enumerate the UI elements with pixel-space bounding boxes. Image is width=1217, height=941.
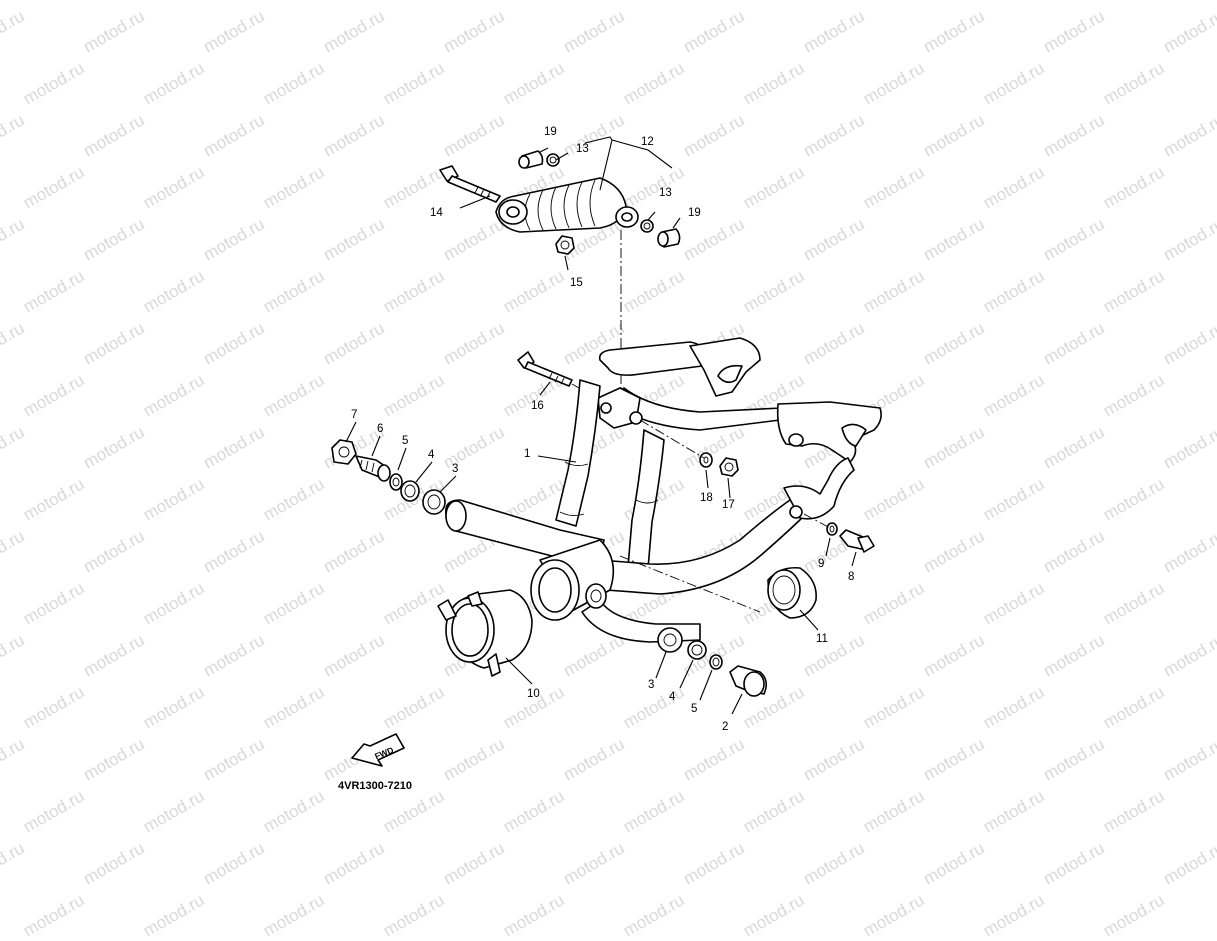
callout-9: 9: [818, 558, 824, 570]
nut-15: [555, 235, 575, 255]
bolt-16: [517, 351, 573, 387]
callout-19b: 19: [688, 207, 701, 219]
callout-11: 11: [816, 633, 828, 645]
callout-3b: 3: [648, 679, 654, 691]
callout-15: 15: [570, 277, 583, 289]
callout-12: 12: [641, 136, 654, 148]
bolt-14: [439, 165, 501, 203]
callout-3a: 3: [452, 463, 458, 475]
callout-8: 8: [848, 571, 854, 583]
small-hardware: [699, 452, 875, 553]
pivot-hardware-left: [331, 439, 446, 515]
forward-arrow: FWD: [351, 733, 405, 767]
collars-and-washers: [518, 150, 681, 248]
callout-4b: 4: [669, 691, 676, 703]
pivot-hardware-right: [657, 627, 768, 697]
callout-1: 1: [524, 448, 530, 460]
callout-4a: 4: [428, 449, 435, 461]
exploded-parts-diagram: FWD 1 2 3 3 4 4 5 5 6 7 8 9 10 11 12 13 …: [331, 126, 882, 792]
shock-absorber: [495, 177, 639, 233]
diagram-code: 4VR1300-7210: [338, 780, 412, 792]
callout-13b: 13: [659, 187, 672, 199]
swing-arm: [444, 337, 882, 643]
callout-16: 16: [531, 400, 544, 412]
callout-6: 6: [377, 423, 383, 435]
callout-18: 18: [700, 492, 713, 504]
callout-13a: 13: [576, 143, 589, 155]
callout-14: 14: [430, 207, 443, 219]
callout-labels: 1 2 3 3 4 4 5 5 6 7 8 9 10 11 12 13 13 1…: [338, 126, 854, 792]
callout-17: 17: [722, 499, 735, 511]
dust-cover-10: [437, 589, 533, 677]
callout-5b: 5: [691, 703, 697, 715]
callout-10: 10: [527, 688, 540, 700]
callout-5a: 5: [402, 435, 408, 447]
callout-2: 2: [722, 721, 728, 733]
callout-19a: 19: [544, 126, 557, 138]
callout-7: 7: [351, 409, 357, 421]
dust-cover-11: [767, 566, 817, 619]
